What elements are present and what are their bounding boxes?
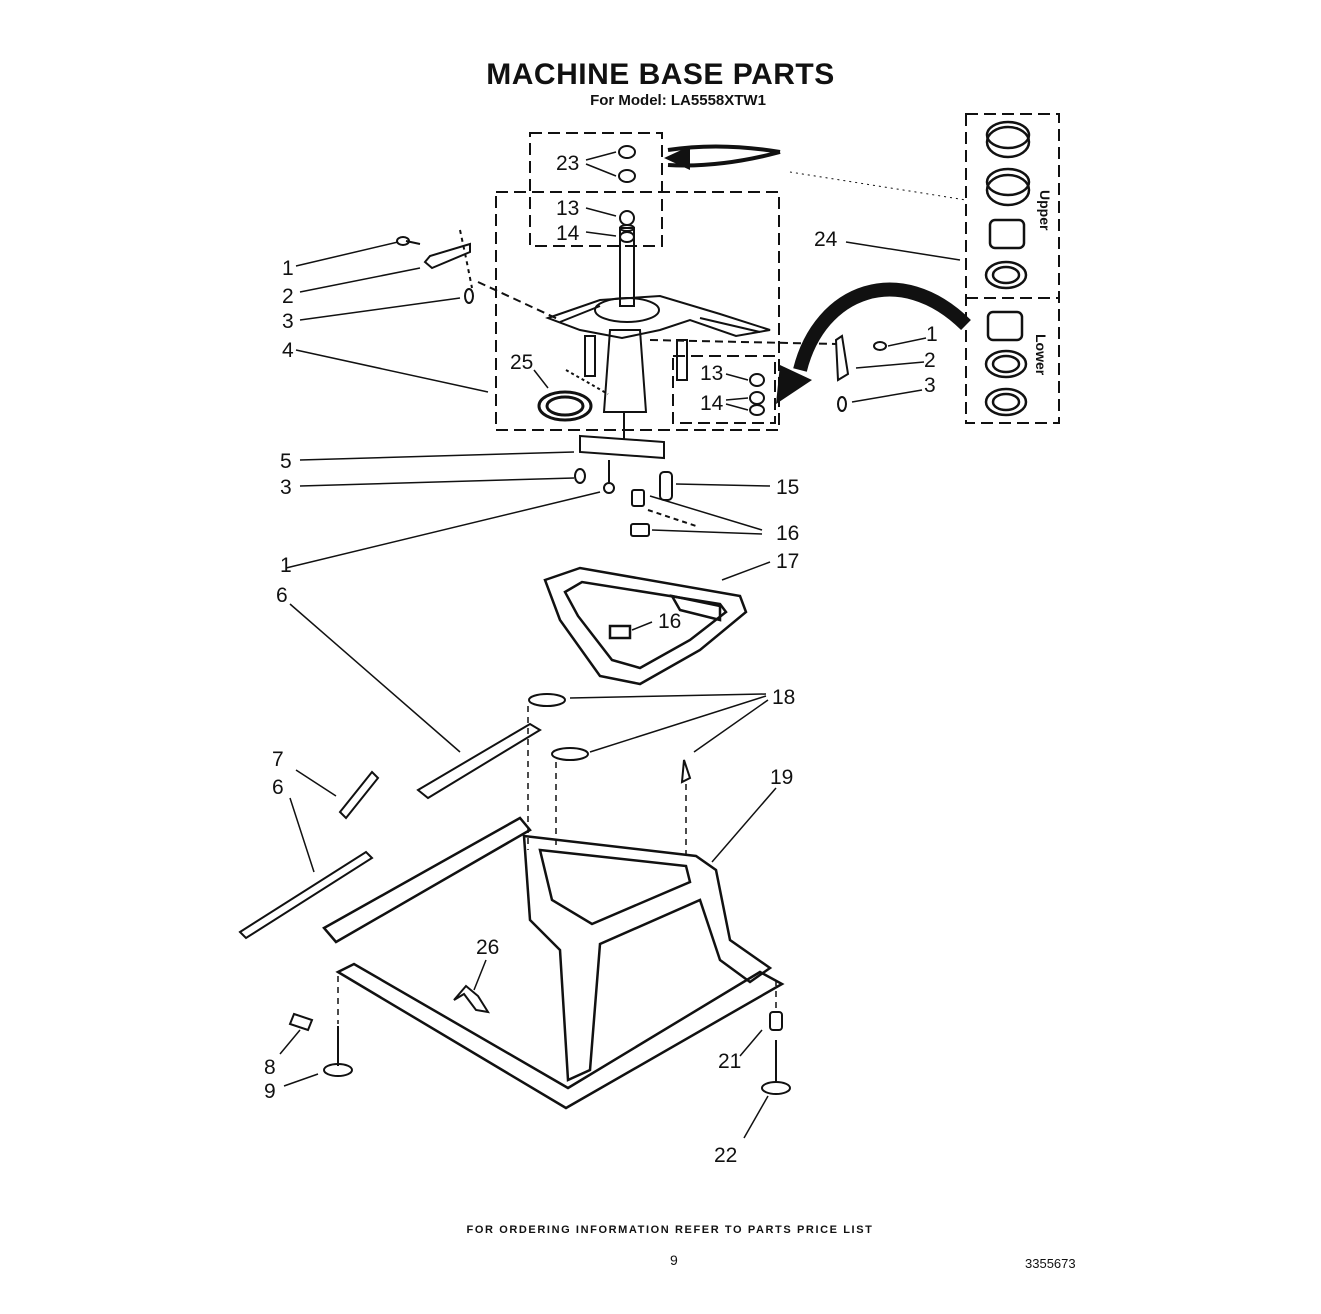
top-bearing-box	[529, 132, 663, 247]
model-subtitle: For Model: LA5558XTW1	[590, 92, 766, 109]
dashed-leaders-lower	[337, 706, 777, 1024]
arrow-to-lower-bearings	[776, 282, 971, 404]
dashed-group-boxes	[495, 113, 1060, 431]
callout-17: 17	[776, 550, 799, 573]
callout-2: 2	[282, 285, 294, 308]
frame-17	[543, 566, 748, 686]
bearing-kit-upper	[984, 120, 1031, 290]
callout-numbers: 1 2 3 4 25 23 13 14 24 1 2 3 13 14 5 3 1…	[264, 152, 938, 1167]
callout-16-lower: 16	[658, 610, 681, 633]
document-number: 3355673	[1025, 1256, 1076, 1271]
callout-25: 25	[510, 351, 533, 374]
callout-1-right: 1	[926, 323, 938, 346]
callout-4: 4	[282, 339, 294, 362]
base-frame-19	[322, 816, 785, 1110]
small-brackets	[238, 693, 692, 940]
callout-23: 23	[556, 152, 579, 175]
callout-19: 19	[770, 766, 793, 789]
callout-8: 8	[264, 1056, 276, 1079]
bearing-kit-lower	[984, 310, 1028, 417]
callout-7: 7	[272, 748, 284, 771]
callout-3-mid: 3	[280, 476, 292, 499]
callout-26: 26	[476, 936, 499, 959]
callout-6-top: 6	[276, 584, 288, 607]
lower-bearing-parts	[749, 373, 765, 416]
page-number: 9	[670, 1252, 678, 1268]
callout-5: 5	[280, 450, 292, 473]
callout-16: 16	[776, 522, 799, 545]
callout-1-mid: 1	[280, 554, 292, 577]
right-hardware	[834, 334, 887, 412]
feet-hardware	[288, 984, 791, 1095]
callout-14-top: 14	[556, 222, 580, 245]
callout-9: 9	[264, 1080, 276, 1103]
lower-label: Lower	[1033, 334, 1049, 376]
diagram-title: MACHINE BASE PARTS	[486, 58, 835, 91]
arrow-to-top-bearings	[664, 144, 967, 201]
hub-assembly-box	[495, 191, 780, 431]
callout-13-lower: 13	[700, 362, 723, 385]
callout-18: 18	[772, 686, 795, 709]
callout-6-lower: 6	[272, 776, 284, 799]
callout-15: 15	[776, 476, 799, 499]
callout-2-right: 2	[924, 349, 936, 372]
leader-lines	[279, 151, 961, 1139]
callout-22: 22	[714, 1144, 737, 1167]
upper-label: Upper	[1037, 190, 1053, 231]
callout-14-lower: 14	[700, 392, 724, 415]
callout-3-right: 3	[924, 374, 936, 397]
callout-24: 24	[814, 228, 838, 251]
lower-bearing-box	[672, 355, 776, 424]
seal-ring-25	[537, 390, 593, 422]
mid-hardware	[574, 434, 697, 537]
ordering-info-footer: FOR ORDERING INFORMATION REFER TO PARTS …	[466, 1224, 874, 1236]
bearing-kit-box	[965, 113, 1060, 424]
callout-1: 1	[282, 257, 294, 280]
callout-13-top: 13	[556, 197, 579, 220]
callout-3: 3	[282, 310, 294, 333]
callout-21: 21	[718, 1050, 741, 1073]
top-bearing-parts	[618, 145, 636, 243]
left-hardware	[396, 229, 561, 321]
